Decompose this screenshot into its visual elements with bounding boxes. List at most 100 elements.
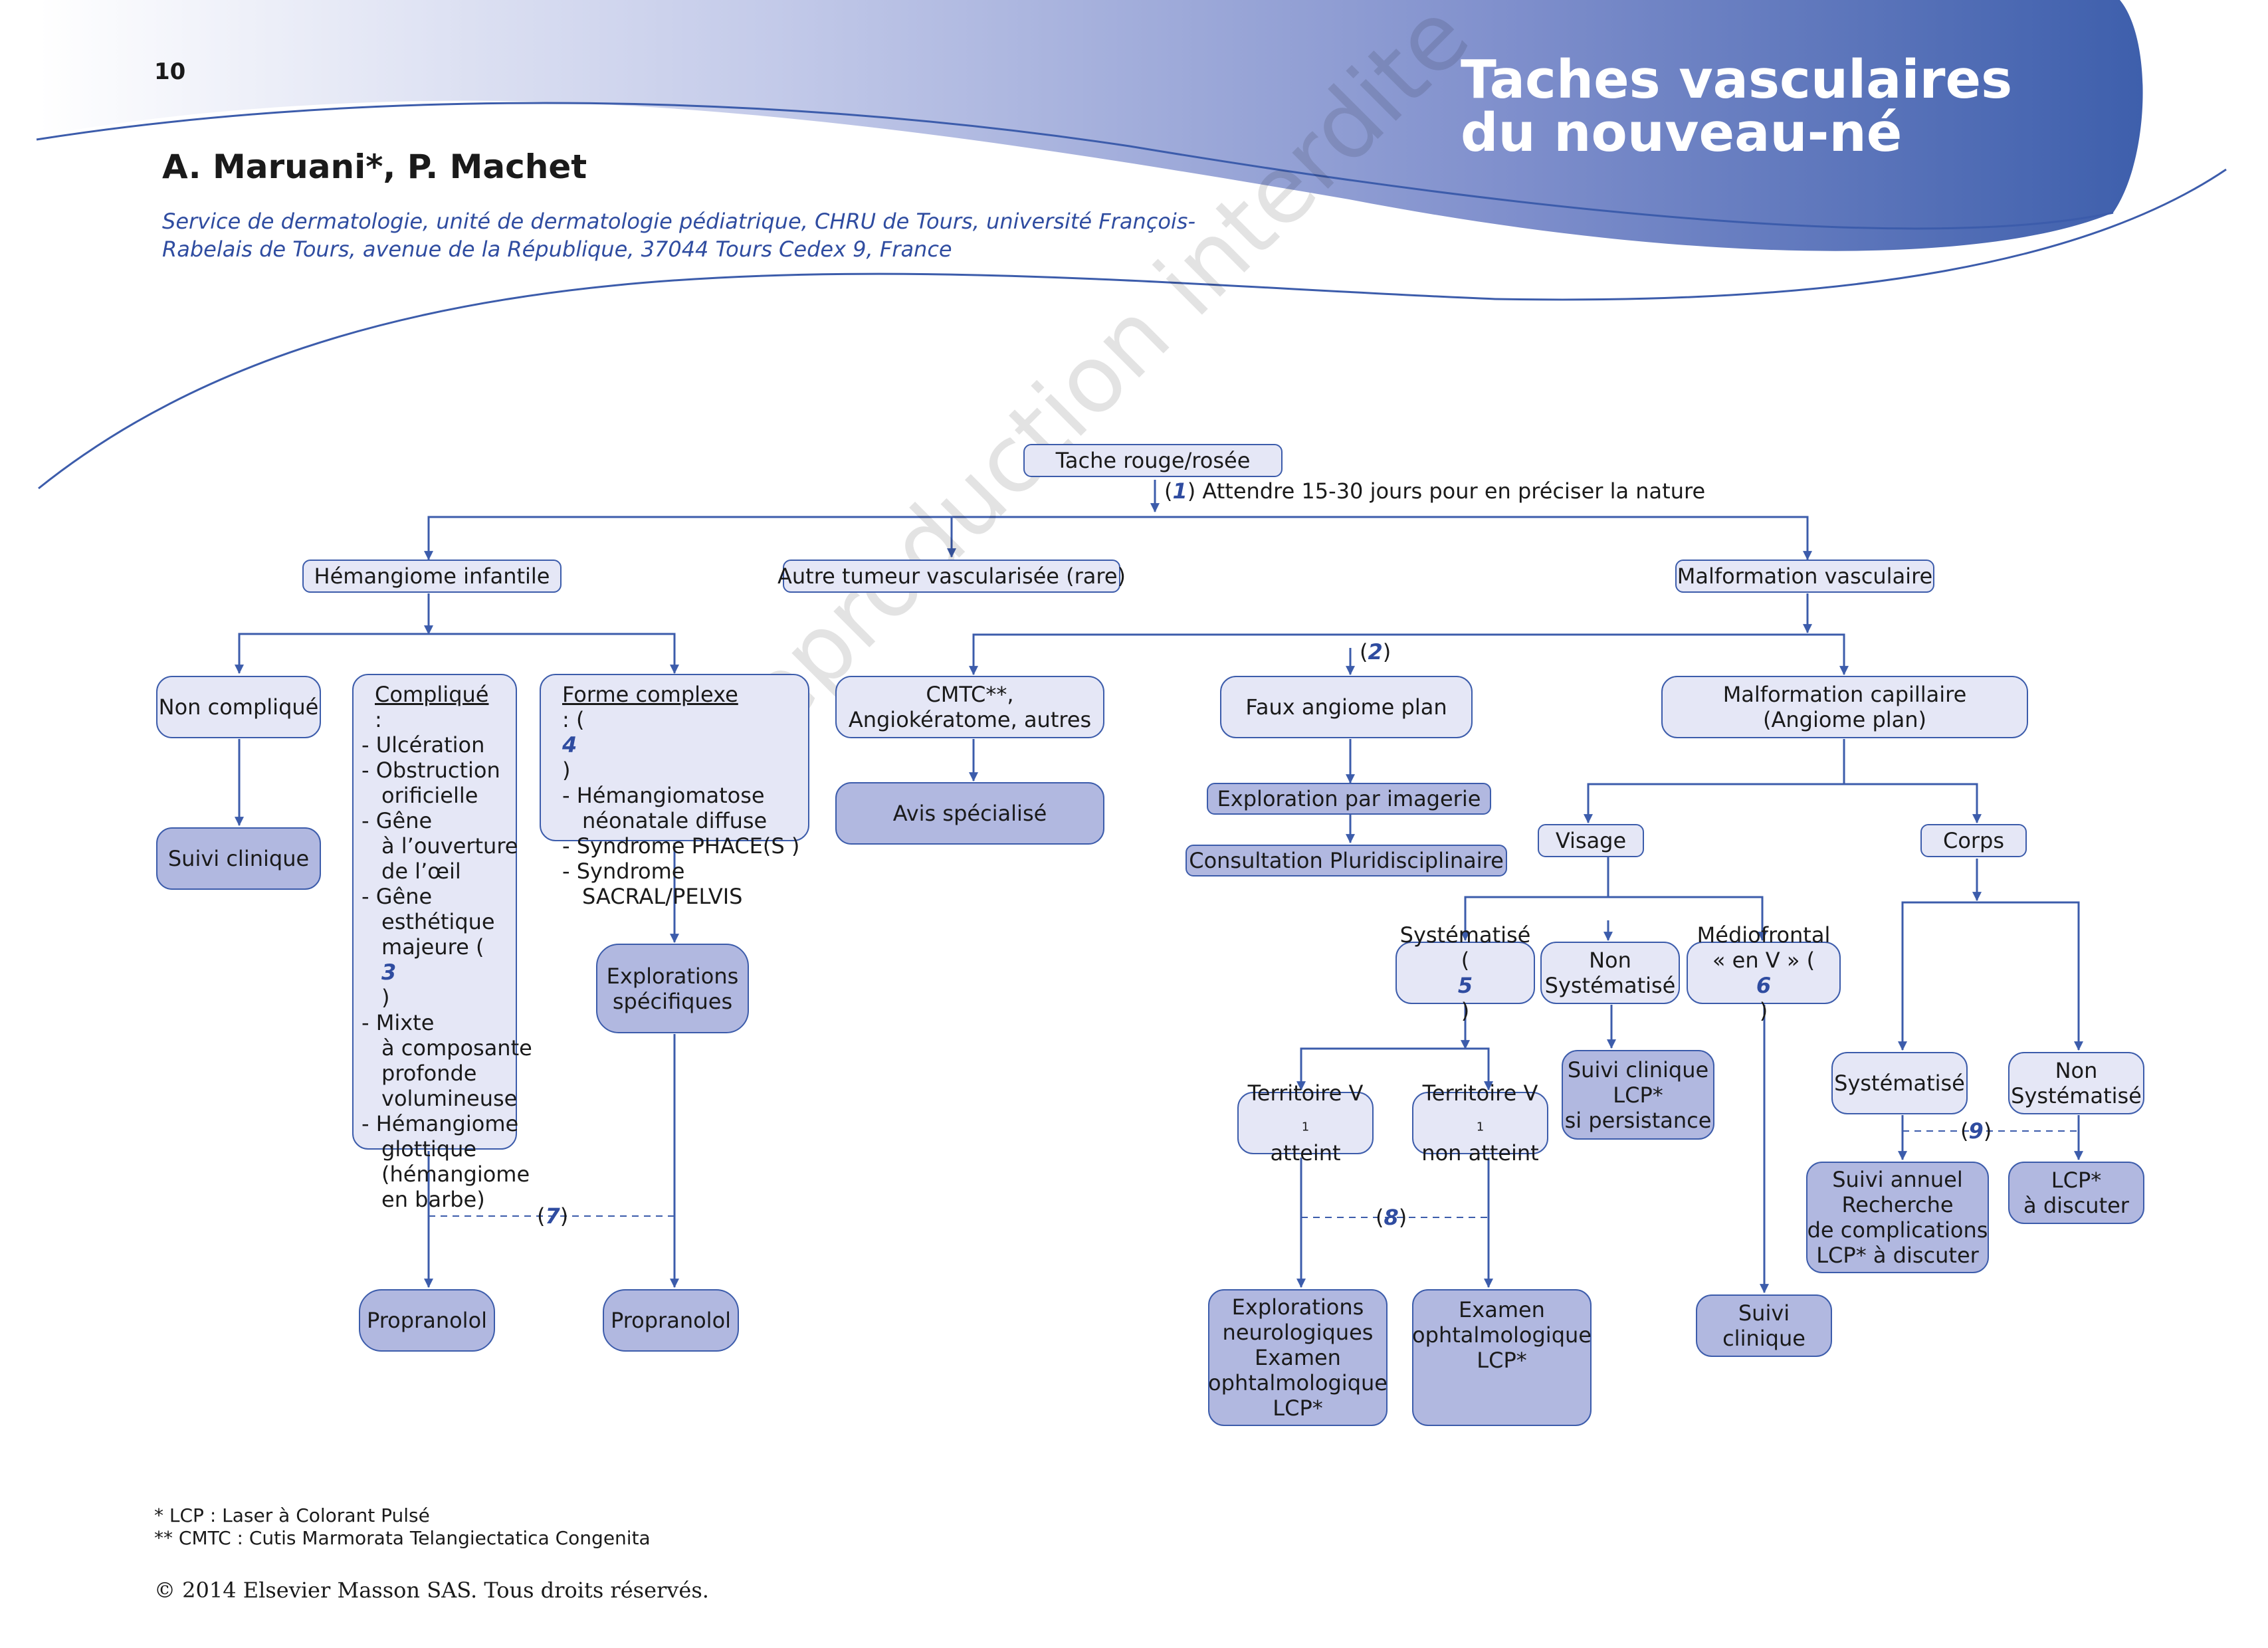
node-visage: Visage [1538, 824, 1644, 857]
node-systematise-corps: Systématisé [1831, 1052, 1968, 1114]
node-label: Malformation vasculaire [1677, 564, 1933, 589]
note-text: Attendre 15-30 jours pour en préciser la… [1202, 478, 1706, 504]
page-number: 10 [154, 58, 186, 85]
node-label: Suivi clinique [167, 846, 310, 871]
node-suivi-clinique: Suivi clinique [156, 827, 321, 890]
node-label: CMTC**, [926, 682, 1014, 707]
mediofrontal-text: « en V » ( [1712, 948, 1815, 973]
node-label: neurologiques [1222, 1320, 1374, 1345]
node-complique: Compliqué : - Ulcération - Obstruction o… [352, 674, 532, 1212]
complique-line: de l’œil [381, 859, 461, 884]
node-label: Territoire V 1 [1248, 1081, 1364, 1140]
complique-line: orificielle [381, 783, 478, 808]
node-label: si persistance [1564, 1107, 1712, 1133]
node-label: Avis spécialisé [892, 801, 1047, 826]
paren-open: ( [1461, 948, 1470, 973]
node-label: LCP* [1613, 1082, 1663, 1108]
node-propranolol-left: Propranolol [359, 1289, 495, 1352]
note-number: 3 [381, 960, 397, 985]
affiliation: Service de dermatologie, unité de dermat… [162, 207, 1225, 263]
node-suivi-annuel: Suivi annuel Recherche de complications … [1806, 1162, 1989, 1273]
node-label: Consultation Pluridisciplinaire [1189, 848, 1504, 873]
forme-complexe-line: - Hémangiomatose [562, 783, 765, 808]
node-label: Autre tumeur vascularisée (rare) [777, 564, 1126, 589]
territoire-text: Territoire V [1422, 1081, 1538, 1106]
note-number: 1 [1172, 478, 1187, 504]
node-label: Suivi clinique [1567, 1057, 1709, 1082]
node-explorations-neuro: Explorations neurologiques Examen ophtal… [1208, 1289, 1388, 1426]
node-suivi-clinique-visage: Suivi clinique [1696, 1294, 1832, 1357]
complique-line-text: majeure ( [381, 934, 484, 960]
node-label: de complications [1807, 1217, 1988, 1243]
node-label: Examen [1459, 1297, 1545, 1322]
complique-line-end: ) [381, 985, 390, 1010]
node-label: ophtalmologique [1412, 1322, 1592, 1348]
node-label: Faux angiome plan [1245, 694, 1447, 720]
node-explorations-specifiques: Explorations spécifiques [596, 944, 749, 1033]
node-label: Non [1589, 948, 1631, 973]
complique-line: à l’ouverture [381, 833, 518, 859]
flowchart-connectors [235, 480, 2083, 1294]
paren-close: ) [1461, 998, 1470, 1023]
note-number: 2 [1368, 639, 1383, 665]
node-non-complique: Non compliqué [156, 676, 321, 738]
node-cmtc: CMTC**, Angiokératome, autres [835, 676, 1104, 738]
note-2-label: (2) [1360, 639, 1392, 665]
node-label: Explorations [1231, 1294, 1364, 1320]
complique-colon: : [375, 707, 382, 732]
complique-line: - Ulcération [361, 732, 485, 758]
note-number: 9 [1968, 1118, 1984, 1144]
territoire-text: Territoire V [1247, 1081, 1364, 1106]
header-top-curve [36, 102, 2114, 230]
forme-complexe-line: - Syndrome [562, 859, 685, 884]
node-forme-complexe: Forme complexe : (4) - Hémangiomatose né… [540, 674, 809, 909]
node-autre-tumeur: Autre tumeur vascularisée (rare) [777, 560, 1126, 593]
node-propranolol-right: Propranolol [603, 1289, 739, 1352]
note-number: 4 [562, 732, 577, 758]
subscript: 1 [1301, 1120, 1310, 1134]
node-systematise-visage: Systématisé (5) [1395, 922, 1535, 1023]
forme-complexe-line: néonatale diffuse [582, 808, 768, 833]
node-label: Non compliqué [158, 694, 319, 720]
node-label: clinique [1722, 1326, 1805, 1351]
node-label: ophtalmologique [1208, 1370, 1388, 1395]
complique-line: - Gêne [361, 884, 433, 909]
node-label: Hémangiome infantile [314, 564, 550, 589]
node-label: LCP* [1273, 1395, 1323, 1421]
complique-line: profonde [381, 1061, 477, 1086]
node-mediofrontal: Médiofrontal « en V » (6) [1687, 922, 1841, 1023]
complique-title-text: Compliqué [375, 682, 489, 707]
node-exploration-imagerie: Exploration par imagerie [1207, 783, 1491, 815]
forme-complexe-colon: : ( [562, 707, 585, 732]
node-corps: Corps [1920, 824, 2027, 857]
node-label: (Angiome plan) [1762, 707, 1927, 732]
complique-line: - Gêne [361, 808, 433, 833]
node-label: Propranolol [366, 1308, 488, 1333]
note-number: 8 [1384, 1205, 1399, 1230]
node-label: Examen [1255, 1345, 1341, 1370]
node-label: LCP* [1477, 1348, 1527, 1373]
node-label: Propranolol [610, 1308, 732, 1333]
node-label: Systématisé [1834, 1071, 1965, 1096]
note-number: 6 [1756, 973, 1772, 998]
node-consultation-pluridisciplinaire: Consultation Pluridisciplinaire [1186, 845, 1507, 876]
node-label: Recherche [1841, 1192, 1954, 1217]
node-label: Systématisé [2011, 1083, 2142, 1108]
note-9-label: (9) [1960, 1118, 1992, 1144]
complique-line: esthétique [381, 909, 495, 934]
node-label: Exploration par imagerie [1217, 786, 1481, 811]
header-blue-wave [39, 0, 2143, 251]
complique-line: - Obstruction [361, 758, 500, 783]
forme-complexe-line: - Syndrome PHACE(S ) [562, 833, 800, 859]
complique-line: glottique [381, 1136, 477, 1162]
node-label: Tache rouge/rosée [1055, 448, 1251, 473]
title-line-1: Taches vasculaires [1461, 49, 2013, 110]
forme-complexe-line: SACRAL/PELVIS [582, 884, 743, 909]
note-number: 7 [545, 1203, 560, 1229]
node-avis-specialise: Avis spécialisé [835, 782, 1104, 845]
node-label: Angiokératome, autres [848, 707, 1092, 732]
node-non-systematise-corps: Non Systématisé [2008, 1052, 2144, 1114]
